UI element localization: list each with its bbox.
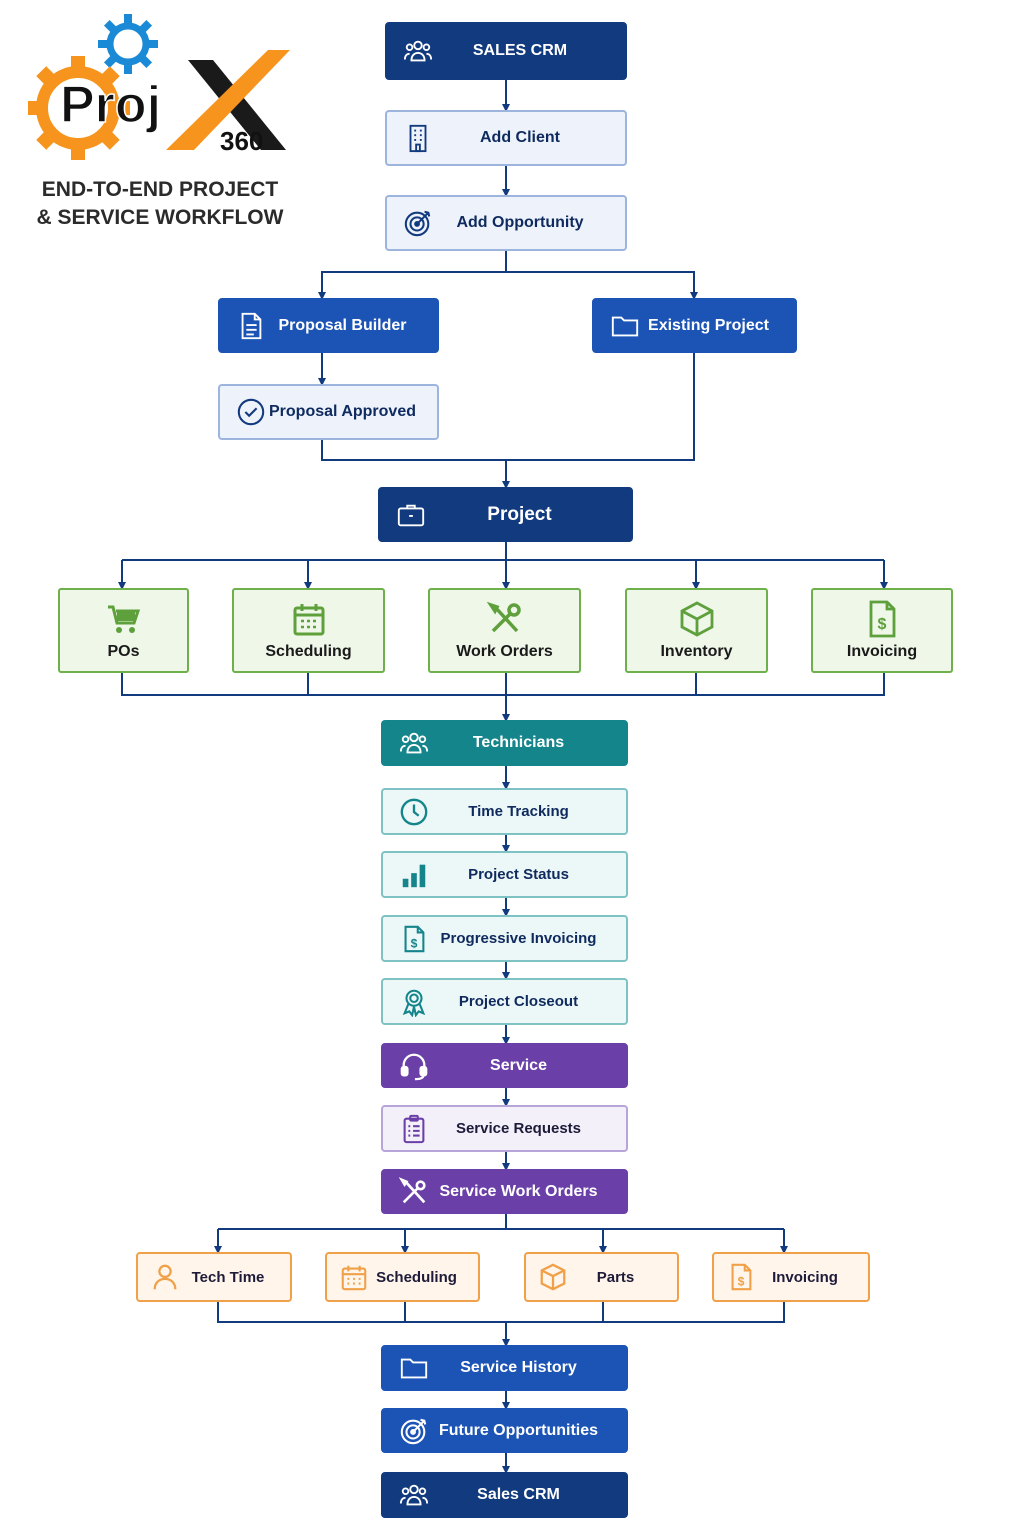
svg-text:$: $ — [878, 616, 887, 633]
service-history-node[interactable]: Service History — [381, 1345, 628, 1391]
time-tracking-label: Time Tracking — [468, 803, 569, 820]
technicians-node[interactable]: Technicians — [381, 720, 628, 766]
service-requests-label: Service Requests — [455, 1120, 582, 1137]
progressive-invoicing-label: Progressive Invoicing — [440, 930, 597, 947]
sales-crm-label: SALES CRM — [472, 42, 568, 59]
document-icon — [234, 309, 268, 343]
invoice-icon: $ — [869, 600, 896, 638]
module-pos[interactable]: POs — [58, 588, 189, 673]
award-icon — [397, 985, 431, 1019]
svg-text:Proj: Proj — [60, 76, 161, 134]
users-icon — [397, 1478, 431, 1512]
service-module-tech-time[interactable]: Tech Time — [136, 1252, 292, 1302]
calendar-icon — [337, 1260, 371, 1294]
existing-project-label: Existing Project — [648, 316, 769, 334]
bar-chart-icon — [397, 858, 431, 892]
service-module-label: Invoicing — [772, 1268, 838, 1286]
tagline-line1: END-TO-END PROJECT — [41, 178, 279, 201]
person-icon — [148, 1260, 182, 1294]
existing-project-node[interactable]: Existing Project — [592, 298, 797, 353]
service-module-label: Scheduling — [376, 1268, 457, 1286]
box-icon — [680, 601, 713, 637]
proposal-approved-label: Proposal Approved — [269, 403, 416, 420]
add-opportunity-label: Add Opportunity — [456, 214, 584, 231]
blue-gear-icon — [98, 14, 158, 74]
service-history-label: Service History — [460, 1359, 577, 1376]
project-status-node[interactable]: Project Status — [381, 851, 628, 898]
clock-icon — [397, 795, 431, 829]
module-label: Scheduling — [265, 643, 352, 660]
service-requests-node[interactable]: Service Requests — [381, 1105, 628, 1152]
service-label: Service — [490, 1056, 547, 1074]
project-closeout-label: Project Closeout — [458, 993, 579, 1010]
service-module-label: Parts — [596, 1268, 635, 1286]
calendar-icon — [293, 604, 324, 636]
module-inventory[interactable]: Inventory — [625, 588, 768, 673]
add-client-label: Add Client — [480, 129, 560, 146]
invoice-icon: $ — [724, 1260, 758, 1294]
sales-crm-return-node[interactable]: Sales CRM — [381, 1472, 628, 1518]
box-icon — [536, 1260, 570, 1294]
progressive-invoicing-node[interactable]: $ Progressive Invoicing — [381, 915, 628, 962]
add-client-node[interactable]: Add Client — [385, 110, 627, 166]
users-icon — [397, 726, 431, 760]
x-mark-icon — [166, 50, 290, 150]
project-node[interactable]: Project — [378, 487, 633, 542]
module-scheduling[interactable]: Scheduling — [232, 588, 385, 673]
tools-icon — [486, 601, 521, 633]
service-node[interactable]: Service — [381, 1043, 628, 1088]
future-opportunities-node[interactable]: Future Opportunities — [381, 1408, 628, 1453]
technicians-label: Technicians — [472, 734, 565, 751]
tagline: END-TO-END PROJECT & SERVICE WORKFLOW — [30, 176, 290, 232]
service-work-orders-node[interactable]: Service Work Orders — [381, 1169, 628, 1214]
folder-icon — [397, 1351, 431, 1385]
module-label: Inventory — [660, 643, 733, 660]
module-label: Work Orders — [456, 643, 553, 660]
tagline-line2: & SERVICE WORKFLOW — [36, 206, 284, 229]
project-label: Project — [487, 503, 552, 525]
headset-icon — [397, 1049, 431, 1083]
module-work-orders[interactable]: Work Orders — [428, 588, 581, 673]
proposal-approved-node[interactable]: Proposal Approved — [218, 384, 439, 440]
target-icon — [397, 1414, 431, 1448]
add-opportunity-node[interactable]: Add Opportunity — [385, 195, 627, 251]
service-module-parts[interactable]: Parts — [524, 1252, 679, 1302]
folder-icon — [608, 309, 642, 343]
svg-text:360: 360 — [220, 126, 263, 156]
service-module-scheduling[interactable]: Scheduling — [325, 1252, 480, 1302]
users-icon — [401, 34, 435, 68]
module-label: POs — [107, 643, 140, 660]
cart-icon — [107, 605, 140, 633]
building-icon — [401, 121, 435, 155]
projx-logo: Proj 360 — [26, 10, 298, 165]
service-module-invoicing[interactable]: $ Invoicing — [712, 1252, 870, 1302]
svg-text:$: $ — [738, 1274, 745, 1288]
check-circle-icon — [234, 395, 268, 429]
proposal-builder-label: Proposal Builder — [278, 316, 407, 334]
svg-text:$: $ — [411, 936, 418, 950]
module-invoicing[interactable]: $ Invoicing — [811, 588, 953, 673]
sales-crm-node[interactable]: SALES CRM — [385, 22, 627, 80]
module-label: Invoicing — [846, 643, 918, 660]
proposal-builder-node[interactable]: Proposal Builder — [218, 298, 439, 353]
time-tracking-node[interactable]: Time Tracking — [381, 788, 628, 835]
sales-crm-return-label: Sales CRM — [477, 1486, 560, 1503]
tools-icon — [397, 1175, 431, 1209]
project-status-label: Project Status — [468, 866, 569, 883]
target-icon — [401, 206, 435, 240]
invoice-icon: $ — [397, 922, 431, 956]
project-closeout-node[interactable]: Project Closeout — [381, 978, 628, 1025]
service-module-label: Tech Time — [191, 1268, 265, 1286]
clipboard-icon — [397, 1112, 431, 1146]
future-opportunities-label: Future Opportunities — [438, 1421, 599, 1439]
service-work-orders-label: Service Work Orders — [439, 1182, 598, 1200]
briefcase-icon — [394, 498, 428, 532]
